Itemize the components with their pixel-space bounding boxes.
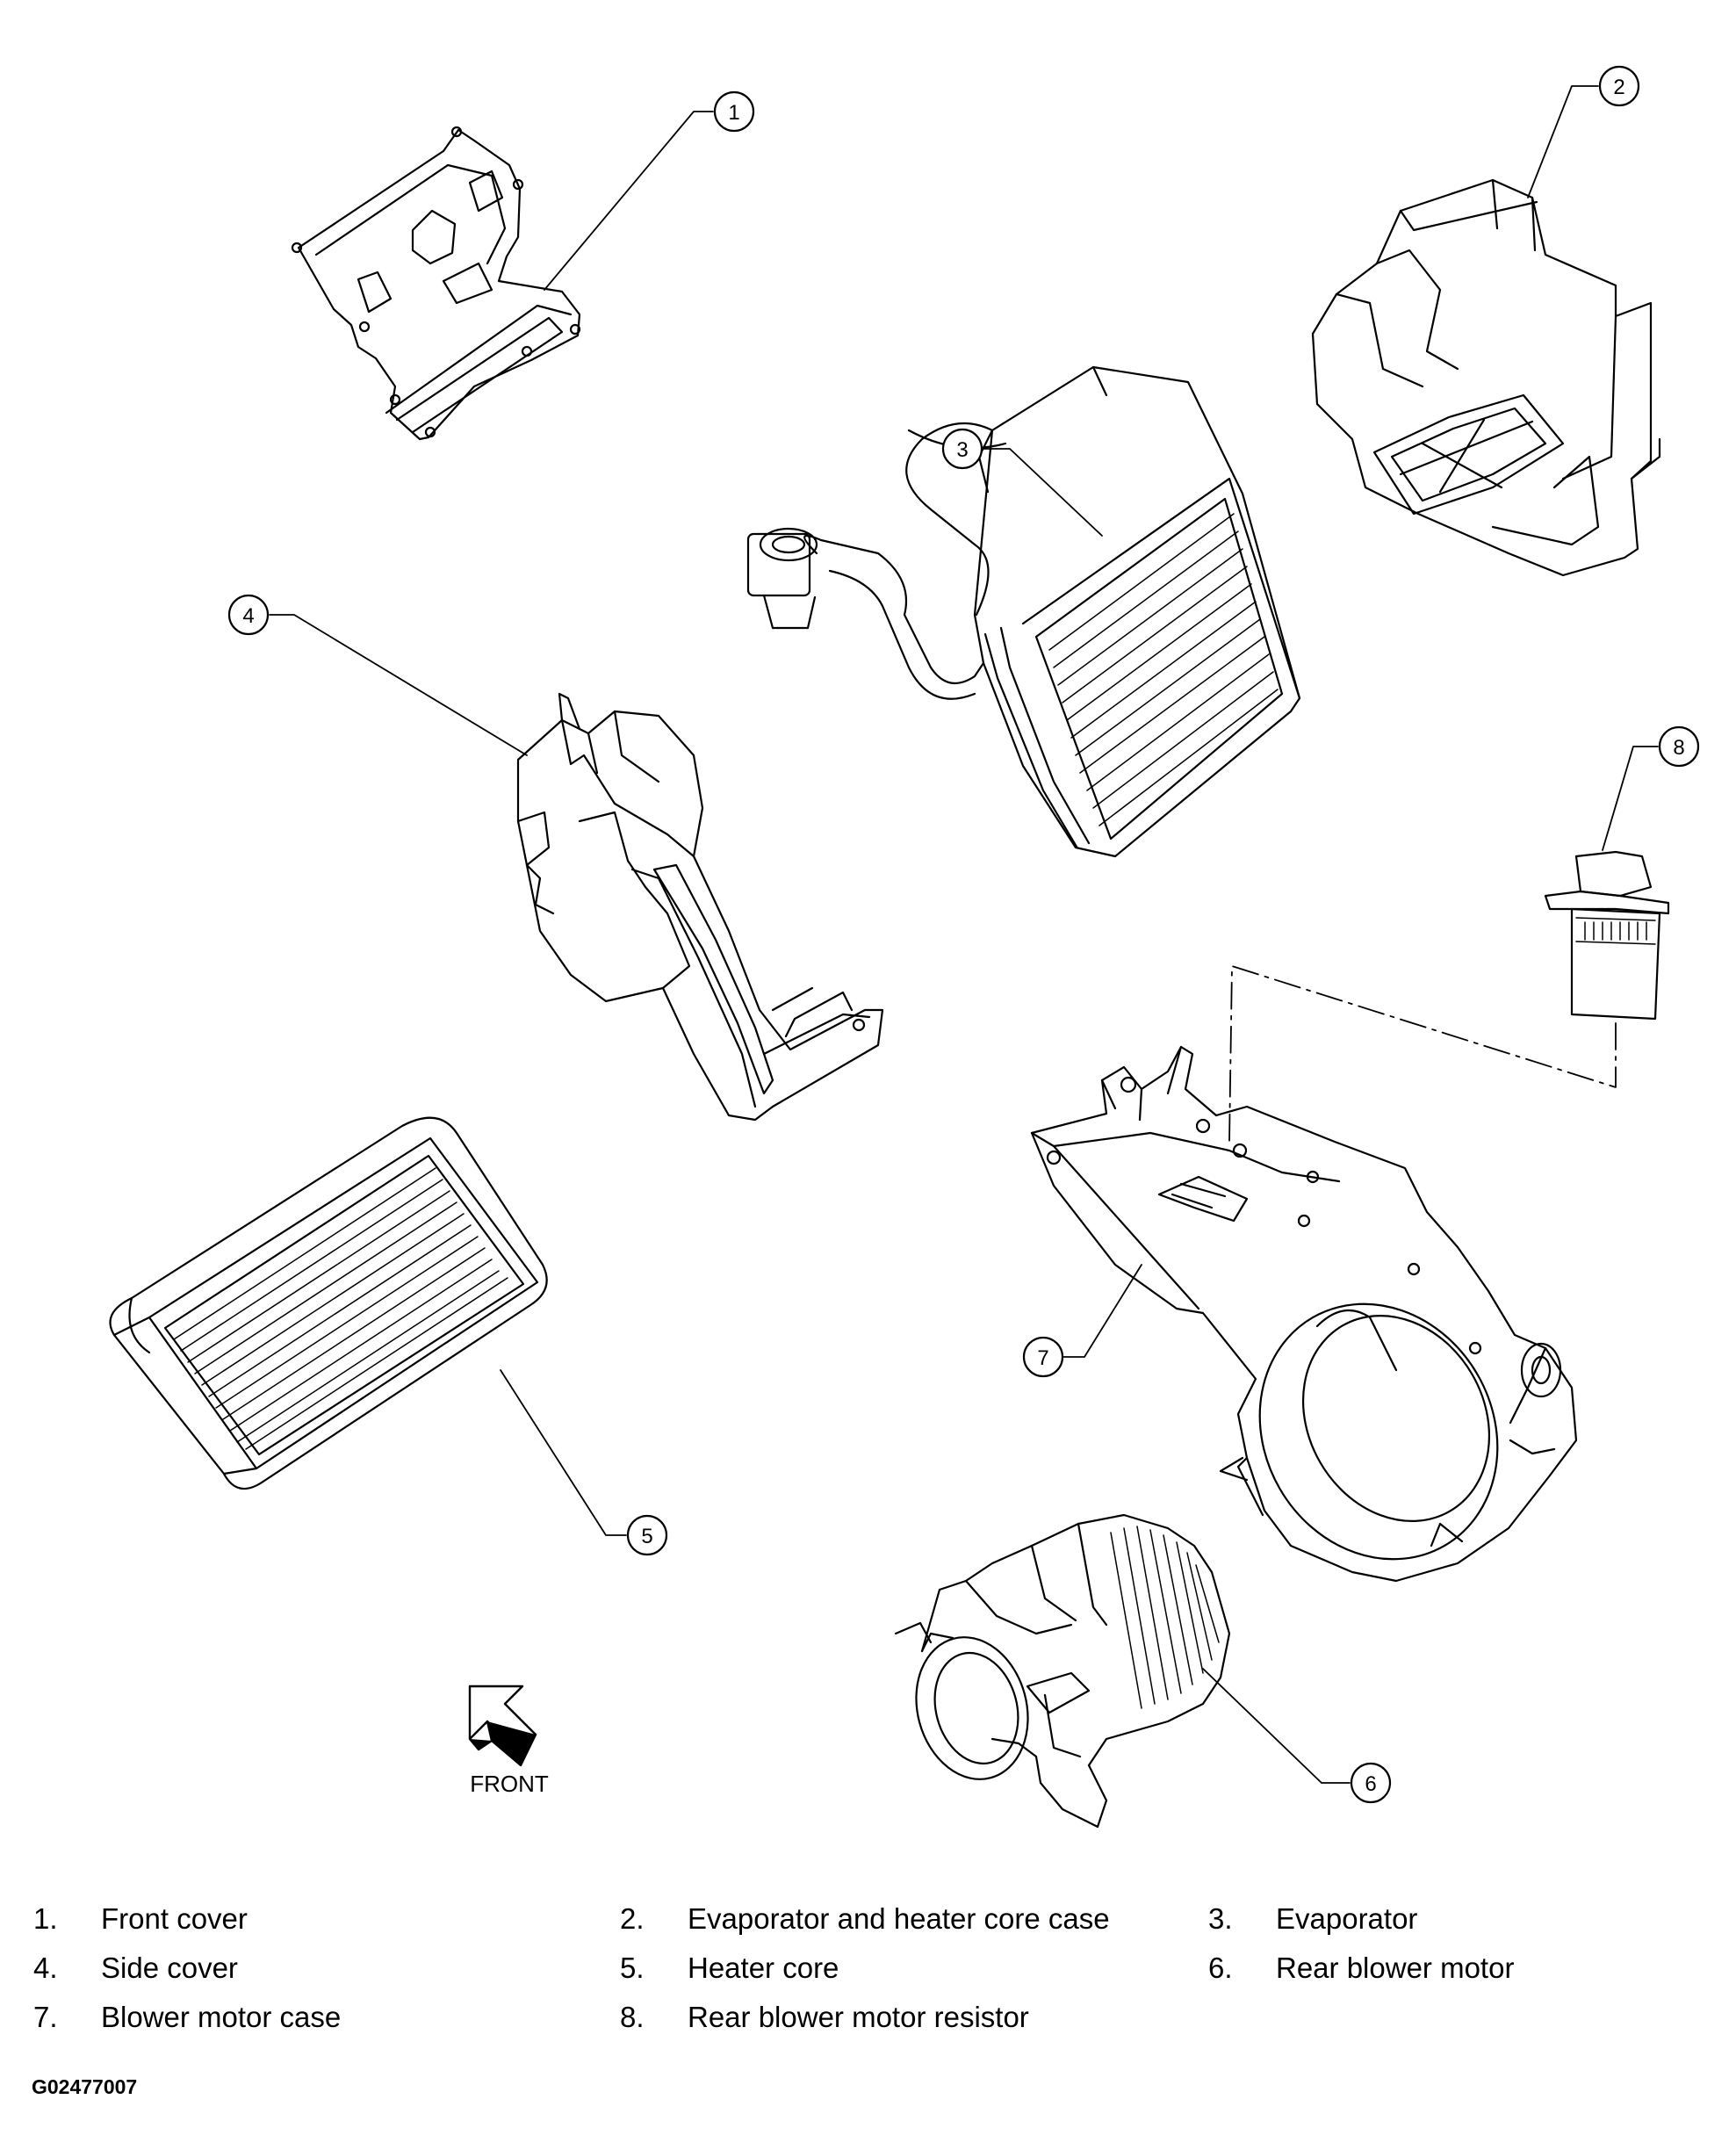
legend-number: 5. — [620, 1952, 645, 1984]
legend-text: Evaporator — [1276, 1902, 1418, 1935]
parts-legend: 1. Front cover 2. Evaporator and heater … — [0, 1897, 1736, 2073]
install-line — [1228, 965, 1617, 1143]
callout-3-label: 3 — [956, 438, 968, 462]
legend-number: 1. — [33, 1902, 58, 1935]
legend-text: Front cover — [101, 1902, 248, 1935]
legend-number: 3. — [1208, 1902, 1233, 1935]
evaporator-heater-core-case-part — [1311, 178, 1661, 577]
legend-text: Blower motor case — [101, 2001, 342, 2033]
front-cover-part — [291, 126, 581, 441]
front-arrow: FRONT — [468, 1685, 549, 1797]
callout-6: 6 — [1350, 1762, 1392, 1804]
rear-blower-motor-resistor-part — [1544, 850, 1670, 1021]
rear-blower-motor-part — [894, 1513, 1231, 1829]
front-label: FRONT — [470, 1771, 549, 1797]
callout-3: 3 — [941, 428, 983, 470]
evaporator-part — [746, 365, 1301, 858]
callout-7: 7 — [1022, 1336, 1064, 1378]
legend-text: Heater core — [688, 1952, 839, 1984]
callout-1-label: 1 — [728, 101, 739, 125]
callout-5: 5 — [626, 1514, 668, 1556]
callout-4-label: 4 — [242, 604, 254, 628]
figure-id: G02477007 — [32, 2075, 138, 2098]
exploded-diagram: 1 2 3 4 5 6 7 8 FRONT — [109, 65, 1700, 1829]
callout-1: 1 — [713, 90, 755, 133]
legend-text: Rear blower motor — [1276, 1952, 1515, 1984]
callout-4: 4 — [227, 594, 270, 636]
legend-text: Side cover — [101, 1952, 238, 1984]
callout-8: 8 — [1658, 725, 1700, 768]
blower-motor-case-part — [1030, 1045, 1578, 1583]
legend-number: 7. — [33, 2001, 58, 2033]
legend-text: Evaporator and heater core case — [688, 1902, 1110, 1935]
legend-number: 2. — [620, 1902, 645, 1935]
callout-8-label: 8 — [1673, 736, 1684, 760]
legend-number: 6. — [1208, 1952, 1233, 1984]
legend-text: Rear blower motor resistor — [688, 2001, 1029, 2033]
callout-2-label: 2 — [1613, 76, 1624, 99]
heater-core-part — [109, 1116, 548, 1490]
legend-number: 4. — [33, 1952, 58, 1984]
callout-6-label: 6 — [1365, 1772, 1376, 1796]
legend-number: 8. — [620, 2001, 645, 2033]
callout-2: 2 — [1598, 65, 1640, 107]
side-cover-part — [516, 692, 884, 1122]
leader-lines — [269, 85, 1659, 1784]
callout-7-label: 7 — [1037, 1346, 1048, 1370]
callout-5-label: 5 — [641, 1525, 652, 1548]
